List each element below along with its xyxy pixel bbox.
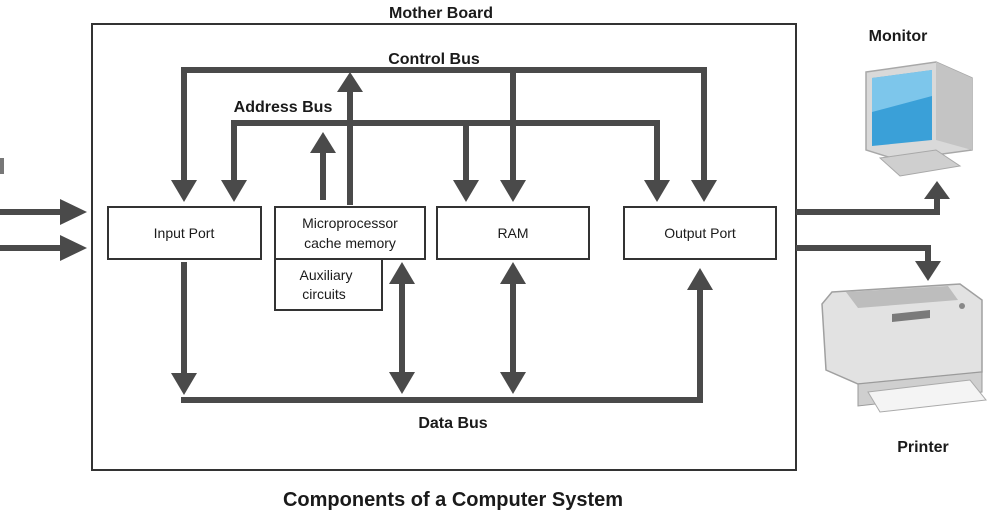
motherboard-label: Mother Board: [389, 5, 493, 22]
output-port-box: Output Port: [623, 206, 777, 260]
printer-icon: [821, 283, 987, 413]
input-arrows: [0, 158, 87, 261]
microprocessor-box: Microprocessor cache memory: [274, 206, 426, 260]
microprocessor-label-line1: Microprocessor: [302, 215, 398, 231]
microprocessor-label-line2: cache memory: [304, 235, 396, 251]
data-bus: [171, 262, 713, 403]
auxiliary-circuits-box: Auxiliary circuits: [274, 258, 383, 311]
control-bus: [171, 67, 717, 205]
ram-box: RAM: [436, 206, 590, 260]
data-bus-label: Data Bus: [418, 415, 487, 432]
monitor-label: Monitor: [869, 28, 928, 45]
auxiliary-label-line1: Auxiliary: [300, 267, 353, 283]
diagram-title: Components of a Computer System: [283, 489, 623, 511]
monitor-icon: [865, 61, 973, 177]
address-bus-label: Address Bus: [234, 99, 333, 116]
ram-label: RAM: [497, 225, 528, 241]
output-port-label: Output Port: [664, 225, 736, 241]
auxiliary-label-line2: circuits: [302, 286, 346, 302]
input-port-label: Input Port: [154, 225, 215, 241]
output-connections: [796, 181, 950, 281]
input-port-box: Input Port: [107, 206, 262, 260]
address-bus: [221, 120, 670, 202]
control-bus-label: Control Bus: [388, 51, 480, 68]
printer-label: Printer: [897, 439, 949, 456]
